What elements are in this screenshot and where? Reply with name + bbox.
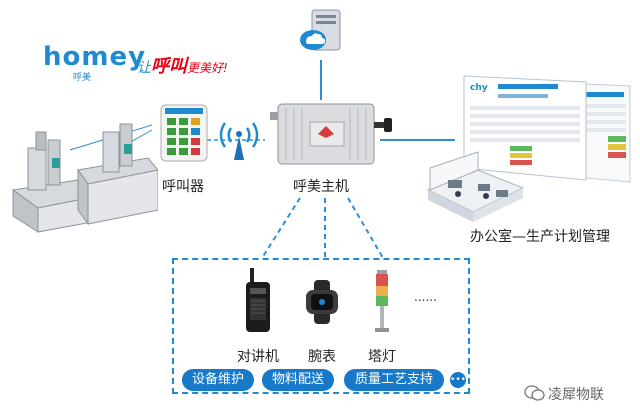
production-dashboard-screens[interactable]: chy — [458, 72, 638, 202]
tower-light-icon — [375, 270, 389, 332]
tower-label: 塔灯 — [368, 349, 396, 365]
brand-slogan: 让呼叫更美好! — [137, 52, 228, 78]
office-room-illustration — [426, 151, 525, 222]
more-ellipsis: ...... — [414, 290, 437, 304]
terminal-devices-box — [172, 258, 470, 394]
cloud-server-icon — [300, 9, 341, 51]
host-device[interactable] — [266, 98, 396, 168]
walkie-label: 对讲机 — [237, 349, 279, 365]
service-pill-material[interactable]: 物料配送 — [262, 369, 334, 391]
logo-sub: 呼美 — [73, 73, 92, 83]
walkie-talkie-icon — [246, 268, 270, 332]
wechat-icon — [524, 385, 545, 401]
caller-device[interactable] — [160, 104, 210, 164]
brand-logo: homey 呼美 — [43, 44, 145, 83]
watch-icon — [306, 280, 338, 324]
watch-label: 腕表 — [308, 349, 336, 365]
host-label: 呼美主机 — [293, 179, 349, 195]
svg-text:chy: chy — [470, 83, 488, 93]
service-pill-maintenance[interactable]: 设备维护 — [182, 369, 254, 391]
logo-word: homey — [43, 42, 147, 72]
caller-label: 呼叫器 — [162, 179, 204, 195]
service-pill-quality[interactable]: 质量工艺支持 — [344, 369, 444, 391]
wireless-signal-icon — [219, 122, 259, 160]
service-pill-more[interactable]: ••• — [450, 372, 466, 388]
watermark-text: 凌犀物联 — [548, 387, 604, 403]
office-label: 办公室—生产计划管理 — [470, 229, 610, 245]
slogan-highlight: 呼叫 — [151, 56, 187, 77]
slogan-prefix: 让 — [137, 60, 151, 76]
slogan-suffix: 更美好! — [187, 61, 228, 75]
injection-machine-icon — [11, 123, 158, 233]
